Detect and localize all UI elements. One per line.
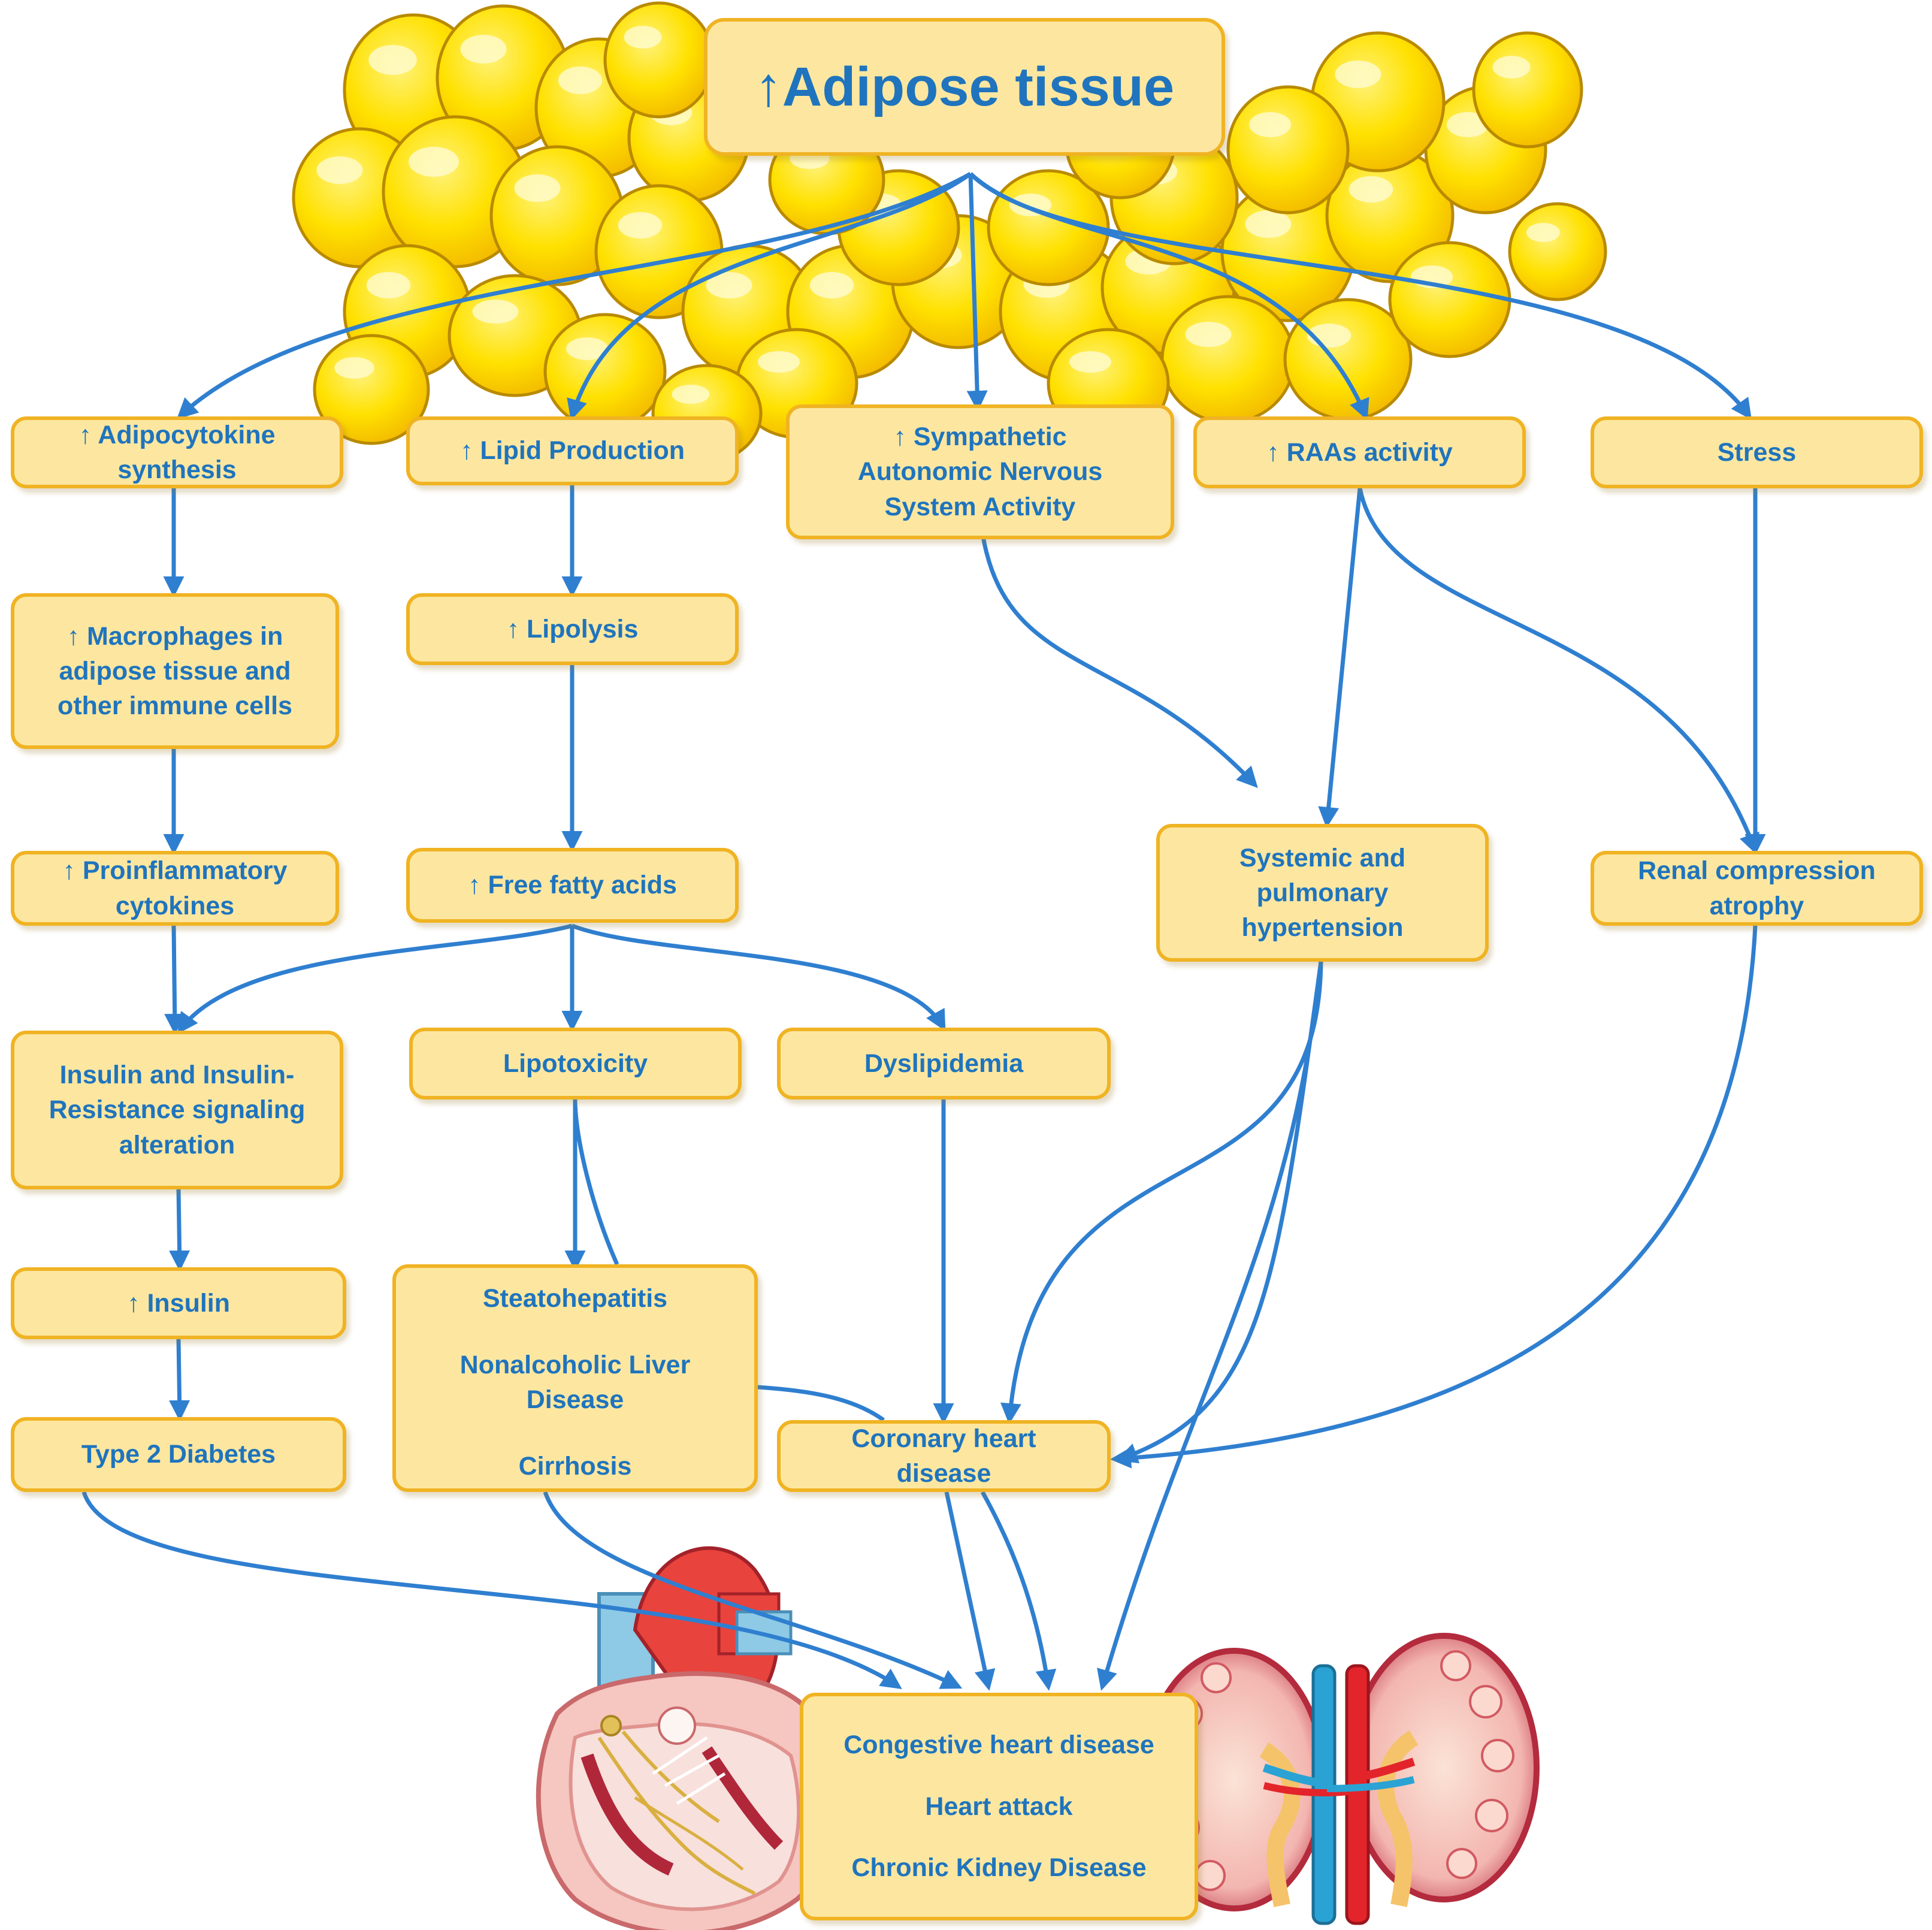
node-label-nafld: Nonalcoholic Liver Disease — [459, 1350, 691, 1414]
node-insulin-resistance: Insulin and Insulin-Resistance signaling… — [11, 1031, 343, 1189]
node-stress: Stress — [1591, 416, 1923, 488]
node-insulin: ↑ Insulin — [11, 1267, 346, 1339]
heart-illustration — [536, 1546, 836, 1930]
node-label: Renal compression atrophy — [1638, 856, 1876, 920]
fat-cell-highlight — [1349, 176, 1393, 203]
fat-cell-highlight — [366, 272, 411, 298]
node-free-fatty-acids: ↑ Free fatty acids — [406, 848, 739, 923]
node-coronary-heart-disease: Coronary heart disease — [777, 1420, 1111, 1492]
fat-cell-highlight — [672, 385, 710, 404]
node-label: Coronary heart disease — [851, 1424, 1036, 1488]
fat-cell — [1226, 85, 1350, 215]
node-dyslipidemia: Dyslipidemia — [777, 1028, 1111, 1100]
node-proinflammatory-cytokines: ↑ Proinflammatory cytokines — [11, 851, 339, 926]
node-label-heart-attack: Heart attack — [925, 1792, 1073, 1821]
fat-cell-highlight — [624, 26, 662, 49]
node-outcomes: Congestive heart disease Heart attack Ch… — [800, 1693, 1198, 1920]
fat-cell-highlight — [514, 174, 561, 202]
fat-cell-highlight — [1492, 56, 1531, 78]
node-renal-atrophy: Renal compression atrophy — [1591, 851, 1923, 926]
fat-cell — [1472, 31, 1583, 149]
fat-cell-highlight — [558, 67, 603, 94]
fat-cell-highlight — [409, 147, 459, 177]
fat-cell-highlight — [1245, 210, 1292, 238]
fat-cell-highlight — [1335, 61, 1381, 88]
fat-cell-highlight — [1185, 322, 1232, 347]
fat-cell — [1388, 241, 1511, 358]
fat-cell-highlight — [316, 156, 363, 184]
node-label: ↑ Macrophages in adipose tissue and othe… — [58, 621, 292, 721]
fat-cell-highlight — [1249, 112, 1291, 137]
node-label: ↑ RAAs activity — [1266, 437, 1453, 467]
node-sympathetic-activity: ↑ Sympathetic Autonomic Nervous System A… — [786, 404, 1174, 539]
node-label: ↑ Proinflammatory cytokines — [62, 856, 288, 920]
fat-cell — [543, 313, 667, 430]
fat-cell-highlight — [334, 357, 374, 379]
fat-cell-highlight — [758, 351, 800, 373]
node-label: ↑ Lipid Production — [459, 436, 685, 466]
fat-cell-highlight — [472, 300, 519, 324]
node-label: ↑ Adipocytokine synthesis — [78, 420, 276, 484]
node-systemic-hypertension: Systemic and pulmonary hypertension — [1156, 824, 1489, 962]
fat-cell-highlight — [1447, 112, 1489, 137]
fat-cell — [1160, 295, 1296, 424]
fat-cell-highlight — [460, 35, 507, 64]
node-label: Lipotoxicity — [503, 1049, 648, 1078]
node-liver-disease: Steatohepatitis Nonalcoholic Liver Disea… — [392, 1264, 758, 1492]
node-lipotoxicity: Lipotoxicity — [409, 1028, 742, 1100]
node-type2-diabetes: Type 2 Diabetes — [11, 1417, 346, 1492]
fat-cell-highlight — [566, 337, 608, 360]
node-label: Insulin and Insulin-Resistance signaling… — [49, 1061, 306, 1159]
fat-cell-highlight — [1069, 351, 1111, 373]
connector-arrows — [81, 171, 1766, 1691]
node-label-steatohepatitis: Steatohepatitis — [482, 1284, 668, 1313]
node-label: Dyslipidemia — [864, 1049, 1024, 1078]
fat-cell — [1508, 202, 1607, 301]
fat-cell-highlight — [1526, 223, 1560, 242]
fat-cell-highlight — [618, 212, 663, 238]
node-label: ↑ Lipolysis — [506, 614, 639, 644]
node-label: ↑ Free fatty acids — [468, 871, 677, 900]
fat-cell-highlight — [706, 272, 752, 298]
connector-lines — [573, 1099, 885, 1422]
node-label: ↑ Insulin — [127, 1288, 230, 1318]
node-adipose-tissue: ↑Adipose tissue — [704, 18, 1225, 156]
node-lipid-production: ↑ Lipid Production — [406, 416, 739, 485]
node-adipocytokine-synthesis: ↑ Adipocytokine synthesis — [11, 416, 343, 488]
node-label: Systemic and pulmonary hypertension — [1239, 843, 1406, 943]
node-lipolysis: ↑ Lipolysis — [406, 593, 739, 665]
node-label: Stress — [1717, 437, 1797, 467]
node-label-cirrhosis: Cirrhosis — [518, 1451, 632, 1481]
node-label: ↑ Sympathetic Autonomic Nervous System A… — [857, 422, 1103, 521]
kidney-illustration — [1141, 1633, 1540, 1925]
node-label-congestive: Congestive heart disease — [843, 1730, 1154, 1760]
fat-cell-highlight — [368, 45, 417, 75]
node-label: Type 2 Diabetes — [81, 1440, 276, 1469]
node-raas-activity: ↑ RAAs activity — [1193, 416, 1526, 488]
fat-cell-highlight — [809, 272, 854, 298]
node-macrophages: ↑ Macrophages in adipose tissue and othe… — [11, 593, 339, 749]
node-adipose-tissue-label: ↑Adipose tissue — [754, 56, 1175, 117]
fat-cell — [603, 1, 715, 119]
node-label-ckd: Chronic Kidney Disease — [851, 1853, 1147, 1883]
